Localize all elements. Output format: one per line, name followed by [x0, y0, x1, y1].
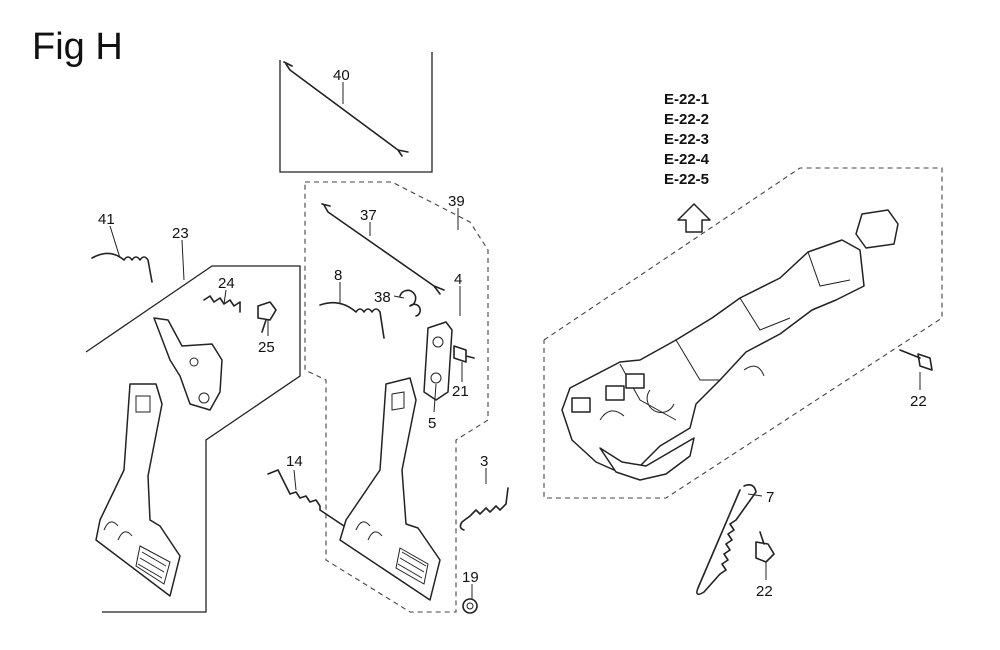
assembly-block: [571, 397, 591, 413]
callout-7: 7: [766, 489, 774, 506]
rod-37: [321, 203, 445, 295]
callout-22-upper: 22: [910, 393, 927, 410]
rod-40: [283, 61, 409, 157]
frame-part-23: [85, 265, 301, 613]
reference-4: E-22-4: [664, 151, 710, 168]
pedal-39: [339, 377, 441, 601]
callout-8: 8: [334, 267, 342, 284]
callout-4: 4: [454, 271, 462, 288]
reference-2: E-22-2: [664, 111, 709, 128]
callout-21: 21: [452, 383, 469, 400]
bracket-23-hole: [189, 357, 199, 367]
callout-14: 14: [286, 453, 303, 470]
callout-5: 5: [428, 415, 436, 432]
carburetor-assembly: [561, 239, 865, 471]
plate-4: [423, 321, 453, 401]
reference-5: E-22-5: [664, 171, 709, 188]
callout-25: 25: [258, 339, 275, 356]
spring-8: [319, 301, 385, 339]
callout-23: 23: [172, 225, 189, 242]
pedal-39-grip: [397, 551, 427, 579]
assembly-connector: [855, 209, 899, 249]
reference-1: E-22-1: [664, 91, 709, 108]
pedal-39-detail: [355, 391, 429, 585]
clip-38: [399, 289, 422, 317]
pedal-23: [95, 383, 181, 597]
bracket-23: [153, 317, 223, 411]
frame-assembly: [543, 167, 943, 499]
plate-4-hole: [432, 336, 444, 348]
frame-part-40: [279, 52, 433, 173]
reference-3: E-22-3: [664, 131, 709, 148]
callout-38: 38: [374, 289, 391, 306]
spring-7: [696, 484, 757, 596]
callout-37: 37: [360, 207, 377, 224]
spring-24: [203, 295, 241, 313]
spring-41: [91, 252, 153, 283]
assembly-block: [605, 385, 625, 401]
nut-19-bore: [466, 602, 474, 610]
bolt-22-lower: [755, 531, 775, 563]
bolt-21: [453, 345, 475, 363]
spring-3: [459, 487, 509, 531]
figure-title: Fig H: [32, 26, 123, 68]
bolt-25: [257, 301, 277, 333]
callout-41: 41: [98, 211, 115, 228]
callout-39: 39: [448, 193, 465, 210]
nut-19: [462, 598, 478, 614]
pedal-23-grip: [137, 551, 167, 579]
callout-40: 40: [333, 67, 350, 84]
bolt-22-upper: [899, 349, 933, 371]
leader-lines: [109, 82, 921, 600]
assembly-lower-plate: [599, 437, 695, 481]
callout-19: 19: [462, 569, 479, 586]
callout-22-lower: 22: [756, 583, 773, 600]
bracket-23-hole: [198, 392, 210, 404]
assembly-detail: [599, 251, 851, 421]
assembly-block: [625, 373, 645, 389]
up-arrow-icon: [677, 203, 711, 233]
callout-3: 3: [480, 453, 488, 470]
spring-14: [267, 469, 345, 527]
callout-24: 24: [218, 275, 235, 292]
reference-list: E-22-1 E-22-2 E-22-3 E-22-4 E-22-5: [664, 91, 710, 188]
pedal-23-detail: [103, 395, 171, 585]
plate-4-hole: [430, 372, 442, 384]
